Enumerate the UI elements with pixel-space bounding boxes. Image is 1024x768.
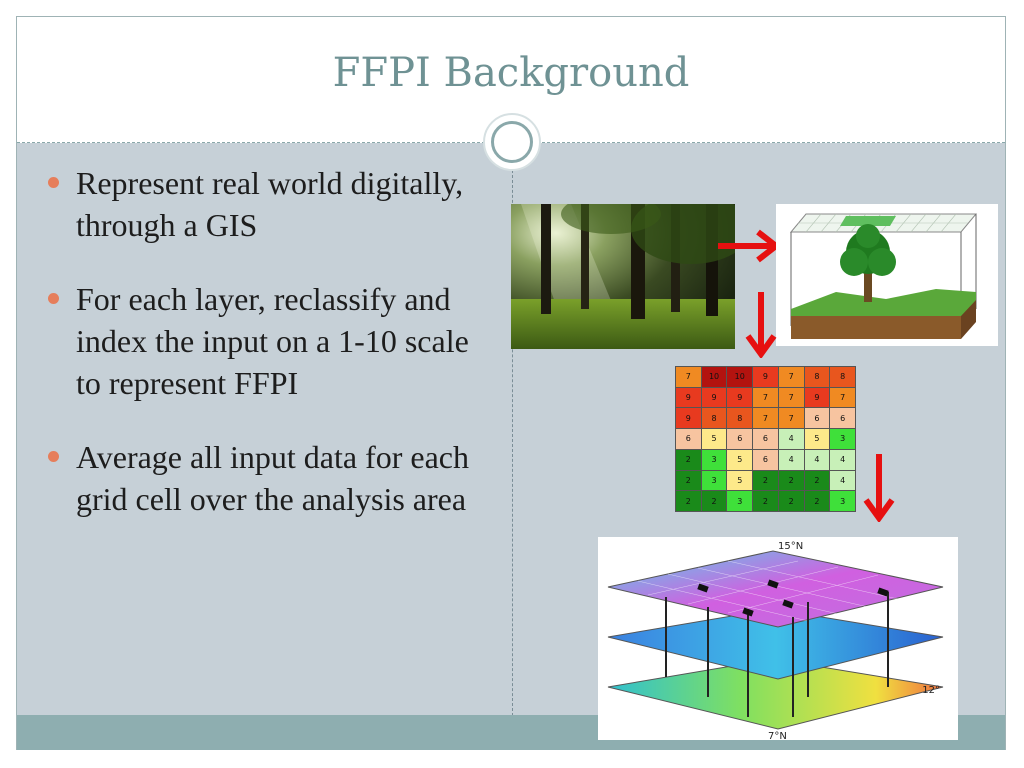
grid-cell: 5 (700, 428, 728, 450)
arrow-right-icon (718, 229, 781, 263)
grid-cell: 6 (803, 407, 831, 430)
grid-cell: 5 (726, 448, 754, 471)
map-label-top: 15°N (778, 541, 803, 552)
grid-cell: 7 (777, 407, 805, 430)
grid-cell: 7 (829, 386, 856, 409)
grid-cell: 2 (675, 490, 702, 512)
grid-cell: 2 (777, 490, 805, 512)
grid-cell: 4 (777, 448, 805, 471)
grid-cell: 3 (829, 490, 856, 512)
grid-cell: 9 (675, 386, 702, 409)
bullet-list: Represent real world digitally, through … (48, 162, 493, 552)
grid-cell: 7 (752, 407, 779, 430)
bullet-text: For each layer, reclassify and index the… (76, 281, 469, 401)
grid-cell: 6 (726, 428, 754, 450)
bullet-dot-icon (48, 293, 59, 304)
grid-cell: 2 (803, 469, 831, 492)
grid-cell: 9 (726, 386, 754, 409)
bullet-item: Average all input data for each grid cel… (48, 436, 493, 520)
grid-cell: 2 (675, 469, 702, 492)
grid-cell: 3 (700, 448, 728, 471)
grid-cell: 4 (829, 469, 856, 492)
column-divider (512, 170, 513, 716)
grid-cell: 2 (777, 469, 805, 492)
grid-cell: 3 (829, 428, 856, 450)
grid-cell: 2 (803, 490, 831, 512)
grid-cell: 8 (726, 407, 754, 430)
grid-cell: 8 (829, 366, 856, 388)
grid-cell: 5 (803, 428, 831, 450)
gis-layer-illustration (776, 204, 998, 346)
map-label-right: 12° (922, 685, 940, 696)
grid-cell: 6 (752, 428, 779, 450)
grid-cell: 6 (752, 448, 779, 471)
grid-cell: 2 (752, 490, 779, 512)
grid-cell: 8 (700, 407, 728, 430)
grid-cell: 9 (700, 386, 728, 409)
grid-cell: 3 (726, 490, 754, 512)
grid-cell: 7 (777, 386, 805, 409)
grid-cell: 4 (829, 448, 856, 471)
grid-cell: 10 (726, 366, 754, 388)
bullet-item: For each layer, reclassify and index the… (48, 278, 493, 404)
grid-cell: 2 (700, 490, 728, 512)
forest-photo (511, 204, 735, 349)
grid-cell: 7 (675, 366, 702, 388)
bullet-dot-icon (48, 177, 59, 188)
map-label-bottom: 7°N (768, 731, 787, 740)
grid-cell: 7 (752, 386, 779, 409)
bullet-text: Average all input data for each grid cel… (76, 439, 469, 517)
grid-cell: 6 (675, 428, 702, 450)
grid-cell: 3 (700, 469, 728, 492)
arrow-down-icon (863, 454, 895, 522)
grid-cell: 4 (777, 428, 805, 450)
slide-title: FFPI Background (332, 50, 690, 96)
arrow-down-icon (745, 292, 777, 358)
grid-cell: 10 (700, 366, 728, 388)
grid-cell: 2 (675, 448, 702, 471)
grid-cell: 2 (752, 469, 779, 492)
grid-cell: 9 (752, 366, 779, 388)
grid-cell: 7 (777, 366, 805, 388)
bullet-dot-icon (48, 451, 59, 462)
bullet-text: Represent real world digitally, through … (76, 165, 464, 243)
grid-cell: 4 (803, 448, 831, 471)
grid-cell: 8 (803, 366, 831, 388)
bullet-item: Represent real world digitally, through … (48, 162, 493, 246)
stacked-layers-illustration: 15°N 12° 7°N (598, 537, 958, 740)
grid-cell: 5 (726, 469, 754, 492)
grid-cell: 9 (803, 386, 831, 409)
grid-cell: 9 (675, 407, 702, 430)
circle-ornament-icon (483, 113, 541, 171)
grid-cell: 6 (829, 407, 856, 430)
